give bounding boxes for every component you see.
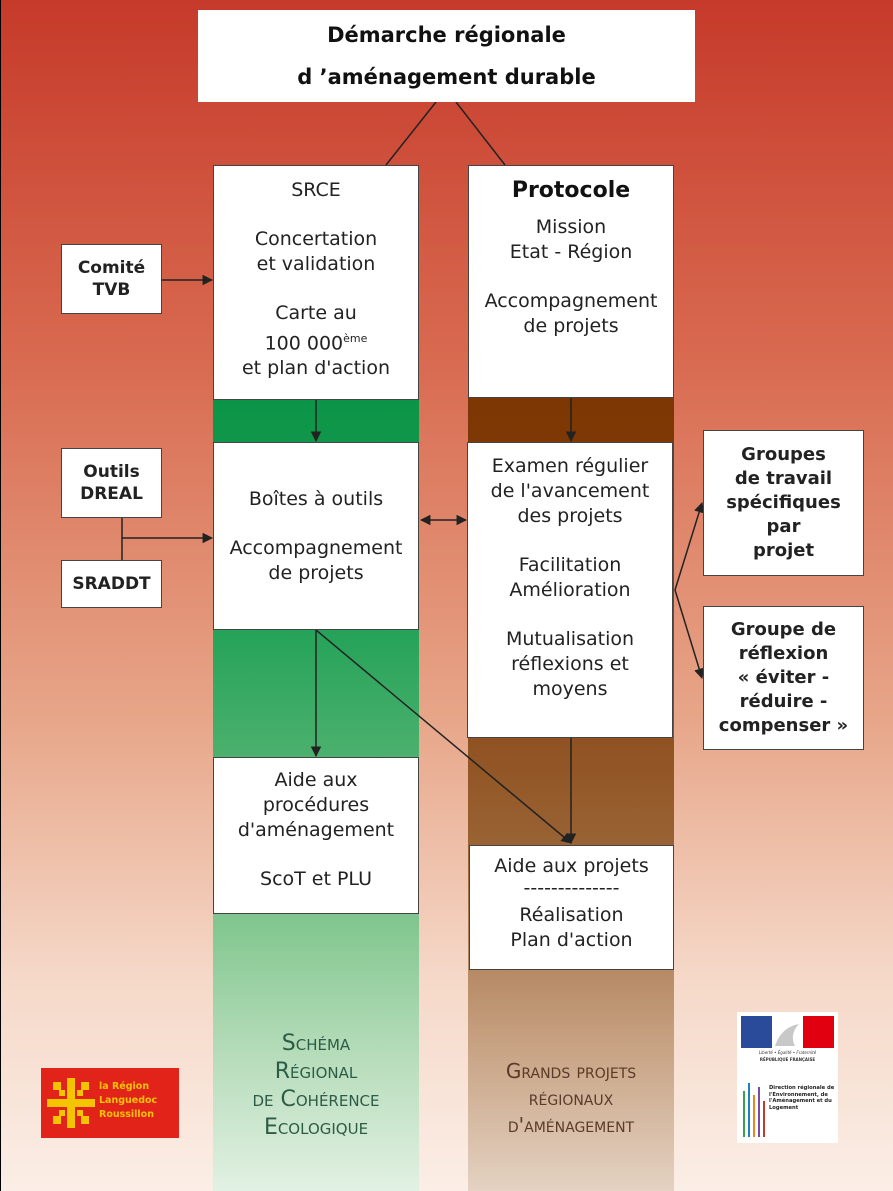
scre-column-label: Schéma Régional de Cohérence Ecologique (213, 1030, 419, 1142)
examen-line-4: Facilitation (518, 554, 622, 576)
dreal-logo-text: Direction régionale de l'Environnement, … (769, 1085, 835, 1111)
aide-proc-line-4: ScoT et PLU (260, 868, 372, 890)
dreal-bars-icon (743, 1083, 765, 1137)
marianne-flag-icon (741, 1016, 834, 1048)
protocole-line-4: de projets (523, 315, 619, 337)
srce-line-1: Concertation (254, 228, 378, 250)
aide-projets-separator: -------------- (523, 877, 620, 899)
srce-line-3: Carte au (275, 302, 357, 324)
examen-line-3: des projets (517, 505, 623, 527)
grands-label-line-1: Grands projets (505, 1059, 637, 1083)
boites-line-1: Boîtes à outils (248, 487, 384, 510)
scre-label-line-1: Schéma (281, 1031, 351, 1056)
groupes-line-1: Groupes (741, 444, 826, 465)
examen-line-8: moyens (532, 678, 608, 700)
reflexion-line-5: compenser » (718, 715, 849, 736)
scre-label-line-2: Régional (274, 1059, 358, 1084)
examen-line-1: Examen régulier (491, 455, 649, 477)
aide-proc-line-2: procédures (262, 794, 370, 816)
srce-line-4: 100 000ème (265, 326, 368, 356)
region-logo-text: la Région Languedoc Roussillon (99, 1081, 158, 1120)
grands-label-line-3: d'aménagement (507, 1113, 635, 1137)
groupes-line-3: spécifiques (726, 492, 841, 513)
protocole-line-1: Mission (535, 216, 607, 238)
republique-motto: Liberté • Égalité • Fraternité (758, 1050, 817, 1055)
examen-line-5: Amélioration (509, 579, 631, 601)
aide-procedures-box: Aide aux procédures d'aménagement ScoT e… (213, 757, 419, 914)
boites-to-aide-projets-arrow (315, 629, 572, 844)
reflexion-line-3: « éviter - (737, 667, 830, 688)
grands-label-line-2: régionaux (528, 1086, 614, 1110)
reflexion-line-2: réflexion (738, 643, 829, 664)
aide-proc-line-1: Aide aux (274, 769, 358, 791)
protocole-line-3: Accompagnement (484, 290, 658, 312)
groupes-line-4: par (766, 516, 801, 537)
srce-line-5: et plan d'action (241, 357, 390, 380)
title-line-1: Démarche régionale (327, 23, 566, 47)
comite-line-1: Comité (77, 258, 146, 278)
srce-box: SRCE Concertation et validation Carte au… (213, 165, 419, 400)
srce-line-2: et validation (256, 253, 376, 275)
sraddt-box: SRADDT (61, 560, 162, 608)
boites-a-outils-box: Boîtes à outils Accompagnement de projet… (213, 442, 419, 630)
region-languedoc-roussillon-logo: la Région Languedoc Roussillon (41, 1068, 179, 1138)
groupes-line-5: projet (752, 540, 815, 561)
srce-heading: SRCE (291, 179, 341, 201)
title-line-2: d ’aménagement durable (297, 65, 596, 89)
scre-label-line-4: Ecologique (263, 1115, 369, 1140)
aide-projets-line-3: Réalisation (519, 904, 624, 926)
reflexion-line-4: réduire - (739, 691, 828, 712)
aide-projets-line-4: Plan d'action (510, 929, 633, 951)
scre-label-line-3: de Cohérence (252, 1087, 380, 1112)
examen-line-6: Mutualisation (505, 628, 635, 650)
groupes-travail-box: Groupes de travail spécifiques par proje… (703, 430, 864, 576)
examen-line-7: réflexions et (511, 653, 629, 675)
title-to-protocole-line (455, 101, 506, 166)
aide-projets-box: Aide aux projets -------------- Réalisat… (469, 845, 674, 970)
republique-name: RÉPUBLIQUE FRANÇAISE (759, 1057, 816, 1062)
grands-projets-column-label: Grands projets régionaux d'aménagement (468, 1058, 674, 1139)
comite-tvb-box: Comité TVB (61, 244, 162, 314)
protocole-box: Protocole Mission Etat - Région Accompag… (468, 165, 674, 398)
aide-projets-line-1: Aide aux projets (494, 855, 649, 877)
title-to-srce-line (385, 101, 437, 166)
sraddt-label: SRADDT (72, 573, 151, 594)
examen-to-reflexion-arrow (674, 589, 705, 680)
srce-scale-suffix: ème (343, 332, 368, 345)
boites-line-2: Accompagnement (229, 536, 403, 559)
protocole-title: Protocole (511, 178, 631, 203)
comite-line-2: TVB (92, 280, 131, 300)
srce-scale-number: 100 000 (264, 332, 344, 355)
outils-line-2: DREAL (80, 484, 143, 504)
outils-dreal-box: Outils DREAL (61, 448, 162, 518)
examen-box: Examen régulier de l'avancement des proj… (467, 442, 673, 738)
aide-proc-line-3: d'aménagement (237, 819, 395, 841)
reflexion-line-1: Groupe de (730, 619, 837, 640)
outils-line-1: Outils (83, 462, 140, 482)
boites-line-3: de projets (268, 561, 364, 584)
protocole-line-2: Etat - Région (509, 241, 633, 263)
groupe-reflexion-box: Groupe de réflexion « éviter - réduire -… (703, 606, 864, 750)
dreal-logo: Direction régionale de l'Environnement, … (737, 1077, 838, 1143)
groupes-line-2: de travail (734, 468, 833, 489)
examen-to-groupes-arrow (674, 501, 705, 591)
region-cross-emblem-icon (47, 1078, 95, 1128)
examen-line-2: de l'avancement (490, 480, 650, 502)
title-box: Démarche régionale d ’aménagement durabl… (198, 10, 695, 102)
